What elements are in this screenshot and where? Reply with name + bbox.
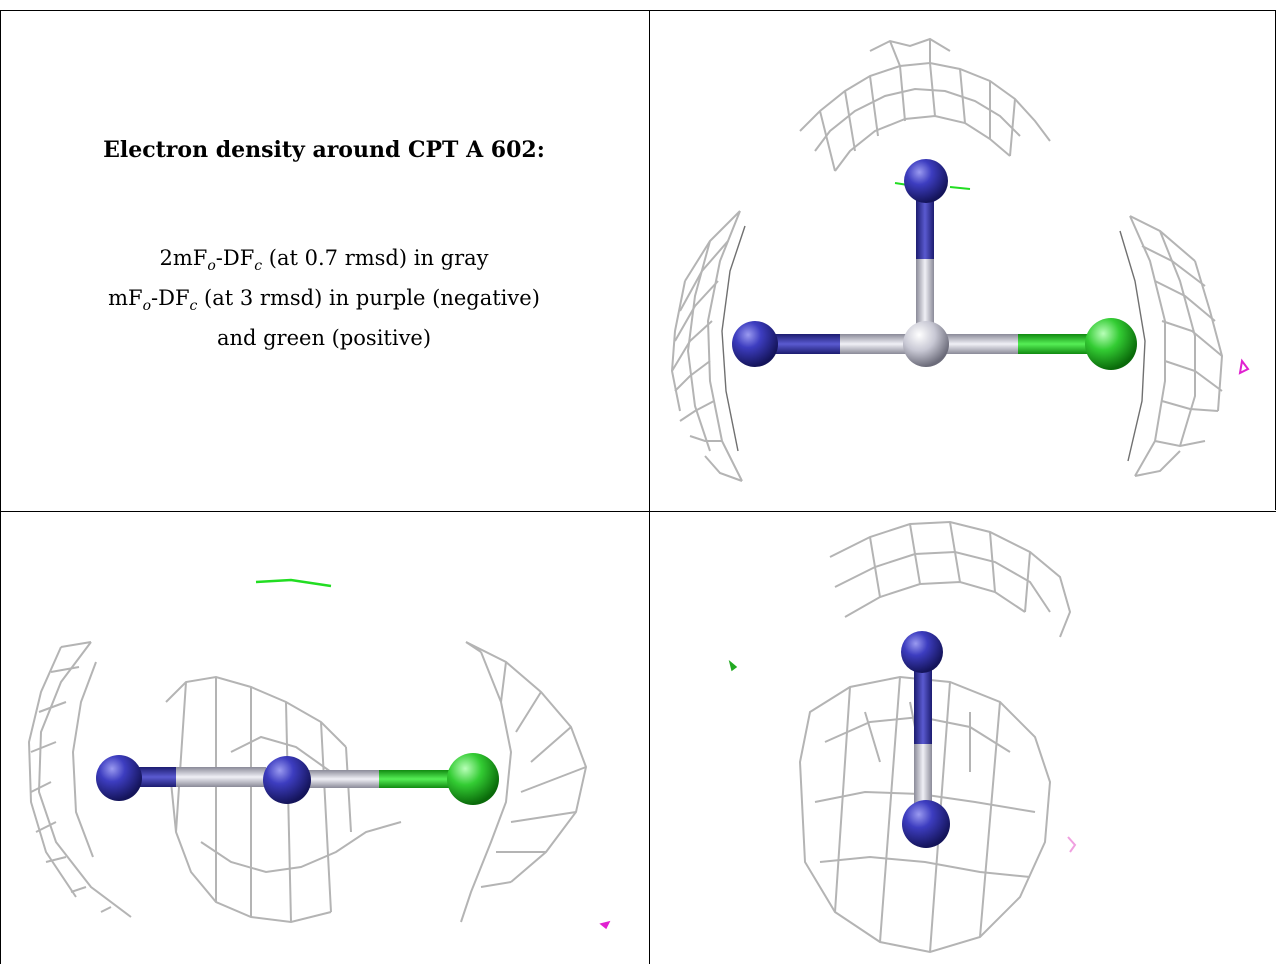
nitrogen-atom — [904, 159, 948, 203]
bond-c-cl-white — [301, 770, 381, 788]
caption-subscript: c — [189, 298, 198, 315]
negative-density-blob — [1238, 358, 1250, 375]
bond-n-c — [916, 186, 934, 261]
density-mesh — [27, 641, 132, 918]
grid-border-top — [0, 10, 1276, 11]
caption-title: Electron density around CPT A 602: — [103, 137, 545, 163]
bond-c-cl-white — [940, 334, 1020, 354]
nitrogen-atom — [902, 800, 950, 848]
nitrogen-atom — [901, 631, 943, 673]
nitrogen-atom — [96, 755, 142, 801]
density-mesh — [799, 37, 1051, 172]
positive-density-blob — [255, 578, 332, 588]
density-view-top-right — [650, 11, 1275, 511]
nitrogen-atom — [732, 321, 778, 367]
bond-c-n-white — [916, 259, 934, 331]
grid-border-center — [649, 10, 650, 964]
density-view-bottom-right — [650, 512, 1275, 964]
bond-c-n-white — [840, 334, 920, 354]
molecule-render-3 — [728, 520, 1077, 954]
molecule-render-2 — [27, 578, 611, 930]
density-mesh — [829, 520, 1072, 638]
negative-density-blob — [599, 920, 611, 930]
caption-text: mF — [108, 286, 143, 311]
caption-line-green: and green (positive) — [216, 326, 432, 351]
density-mesh — [1119, 230, 1146, 462]
density-mesh — [460, 641, 588, 923]
caption-subscript: c — [254, 258, 263, 275]
density-mesh — [1129, 215, 1224, 477]
caption-text: (at 3 rmsd) in purple (negative) — [197, 286, 540, 311]
caption-text: 2mF — [159, 246, 208, 270]
grid-border-middle — [0, 511, 1276, 512]
nitrogen-atom — [263, 756, 311, 804]
bond-c-cl — [379, 770, 467, 788]
bond-n-c — [755, 334, 845, 354]
caption-line-mfo: mFo-DFc (at 3 rmsd) in purple (negative) — [10, 282, 638, 322]
negative-density-blob — [1067, 836, 1077, 853]
caption-subscript: o — [207, 258, 216, 275]
density-mesh — [721, 225, 746, 452]
density-mesh — [165, 675, 402, 924]
chlorine-atom — [1085, 318, 1137, 370]
grid-border-left — [0, 10, 1, 964]
density-view-bottom-left — [1, 512, 649, 964]
caption-text: (at 0.7 rmsd) in gray — [262, 246, 489, 270]
caption-text: -DF — [215, 246, 255, 270]
carbon-atom — [903, 321, 949, 367]
density-mesh — [670, 210, 743, 482]
caption-text: -DF — [151, 286, 190, 311]
bond-n-c — [914, 657, 932, 747]
chlorine-atom — [447, 753, 499, 805]
caption-line-2mfo: 2mFo-DFc (at 0.7 rmsd) in gray — [10, 242, 638, 282]
density-mesh — [798, 675, 1052, 954]
molecule-render-1 — [670, 37, 1250, 482]
caption-subscript: o — [142, 298, 152, 315]
positive-density-blob — [728, 659, 738, 672]
bond-c-n-white — [914, 744, 932, 814]
caption-cell: Electron density around CPT A 602: 2mFo-… — [10, 0, 638, 510]
bond-c-n-white — [176, 767, 266, 787]
caption-description: 2mFo-DFc (at 0.7 rmsd) in gray mFo-DFc (… — [10, 242, 638, 354]
